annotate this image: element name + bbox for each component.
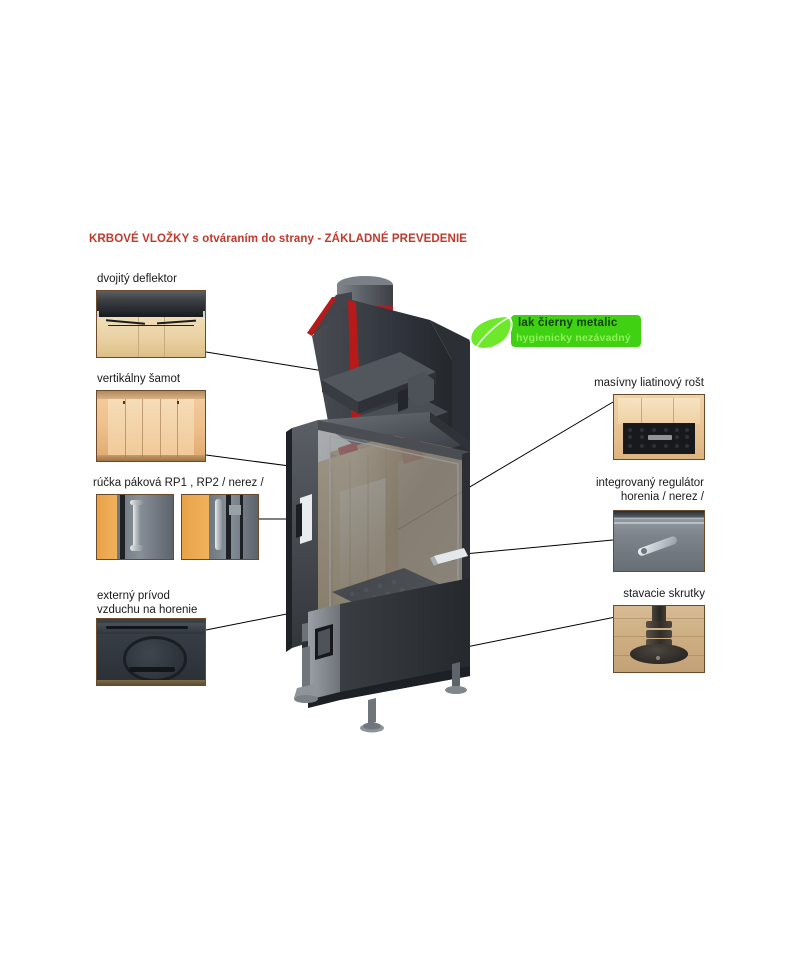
eco-badge: lak čierny metalic hygienicky nezávadný <box>466 310 644 352</box>
callout-label-handle: rúčka páková RP1 , RP2 / nerez / <box>93 477 264 489</box>
callout-label-leveling-screw: stavacie skrutky <box>623 588 705 600</box>
callout-label-regulator: integrovaný regulátor horenia / nerez / <box>595 477 704 503</box>
badge-line-1: lak čierny metalic <box>518 317 618 329</box>
callout-thumb-grate <box>613 394 705 460</box>
callout-thumb-handle-rp1 <box>96 494 174 560</box>
callout-label-samot: vertikálny šamot <box>97 373 181 385</box>
callout-label-air-supply: externý prívod vzduchu na horenie <box>97 590 198 616</box>
callout-thumb-handle-rp2 <box>181 494 259 560</box>
callout-thumb-regulator <box>613 510 705 572</box>
fireplace-insert-illustration <box>286 276 470 733</box>
page-title: KRBOVÉ VLOŽKY s otváraním do strany - ZÁ… <box>89 233 468 245</box>
callout-label-deflector: dvojitý deflektor <box>97 273 177 285</box>
callout-thumb-leveling-screw <box>613 605 705 673</box>
badge-line-2: hygienicky nezávadný <box>516 332 631 344</box>
callout-thumb-air-supply <box>96 618 206 686</box>
callout-thumb-samot <box>96 390 206 462</box>
callout-label-grate: masívny liatinový rošt <box>594 377 704 389</box>
callout-thumb-deflector <box>96 290 206 358</box>
